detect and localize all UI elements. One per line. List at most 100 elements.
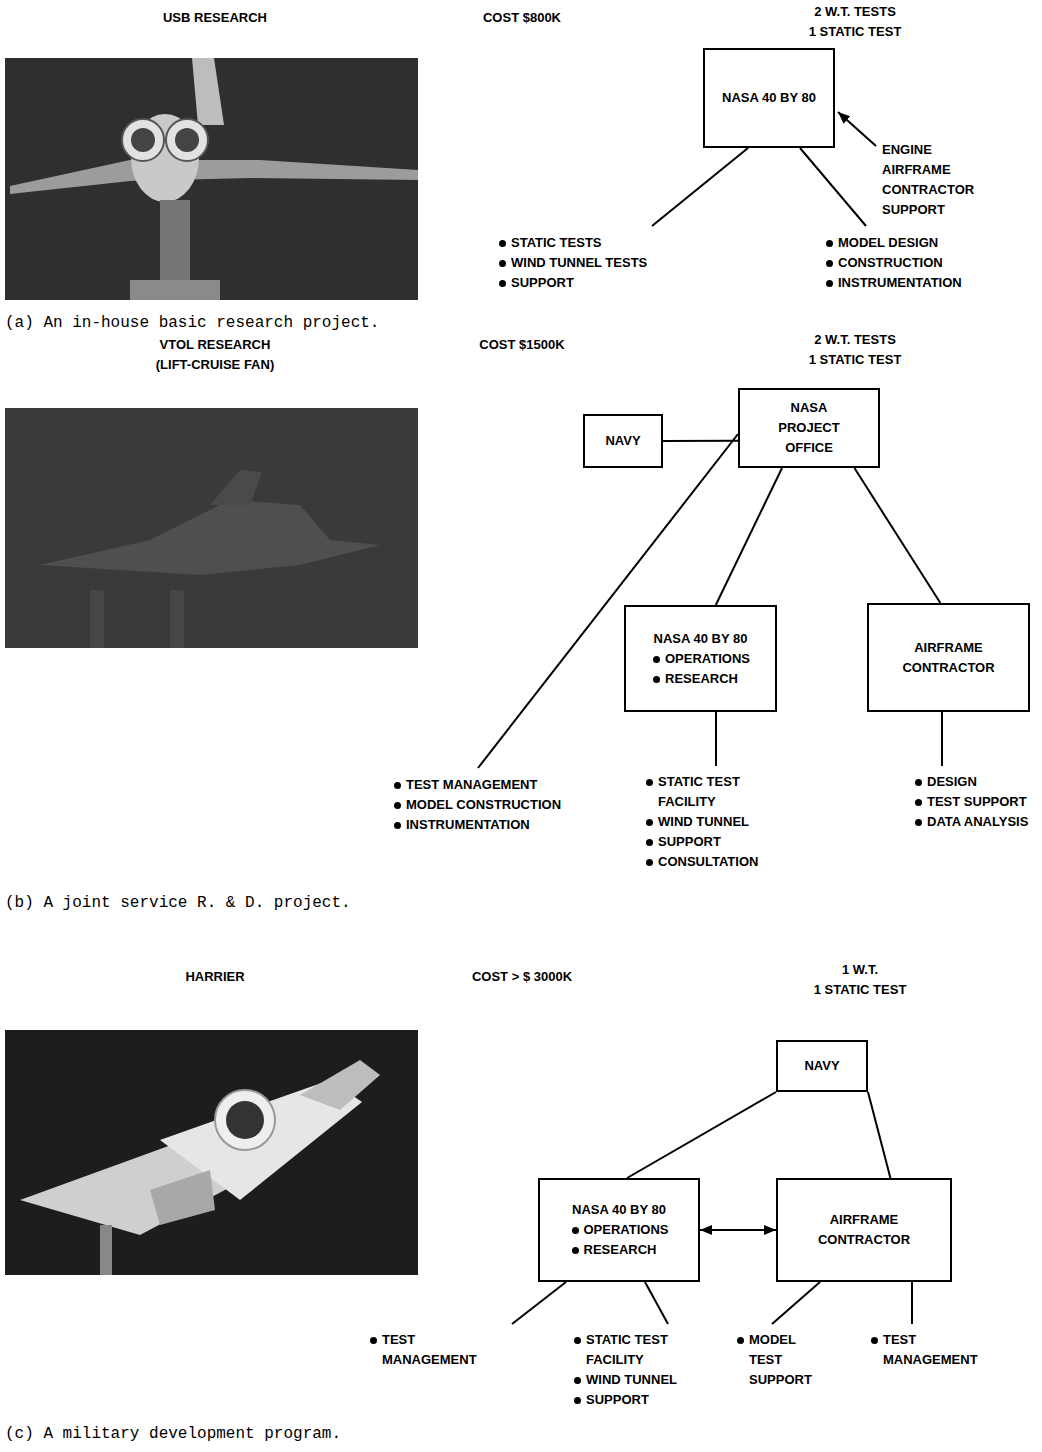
- bullet-dot: [915, 779, 922, 786]
- panel-title: VTOL RESEARCH: [85, 335, 345, 355]
- bullet-dot: [574, 1337, 581, 1344]
- bullet-dot: [574, 1377, 581, 1384]
- bullet-item: STATIC TEST FACILITY: [572, 1330, 696, 1370]
- label-text: 2 W.T. TESTS: [814, 4, 896, 19]
- label-text: COST $800K: [483, 10, 561, 25]
- label-text: MODEL CONSTRUCTION: [406, 797, 561, 812]
- test-count: 1 STATIC TEST: [760, 980, 960, 1000]
- label-text: STATIC TEST FACILITY: [658, 774, 740, 809]
- label-text: WIND TUNNEL: [586, 1372, 677, 1387]
- box-item-text: OPERATIONS: [584, 1222, 669, 1237]
- bullet-item: TEST MANAGEMENT: [869, 1330, 988, 1370]
- label-text: 1 W.T.: [842, 962, 878, 977]
- bullet-item: DESIGN: [913, 772, 1039, 792]
- label-text: 2 W.T. TESTS: [814, 332, 896, 347]
- label-text: CONSULTATION: [658, 854, 758, 869]
- bullet-item: TEST MANAGEMENT: [368, 1330, 487, 1370]
- label-text: INSTRUMENTATION: [406, 817, 530, 832]
- support-note: ENGINE AIRFRAME CONTRACTOR SUPPORT: [882, 140, 992, 220]
- box-content: NASA 40 BY 80: [722, 88, 816, 108]
- bullet-item: WIND TUNNEL: [644, 812, 768, 832]
- label-text: TEST SUPPORT: [927, 794, 1027, 809]
- box-content: NASA 40 BY 80OPERATIONSRESEARCH: [651, 629, 750, 689]
- box-item-text: RESEARCH: [584, 1242, 657, 1257]
- box-content: NAVY: [605, 431, 640, 451]
- bullet-dot: [646, 779, 653, 786]
- label-text: DATA ANALYSIS: [927, 814, 1028, 829]
- bullet-item: CONSULTATION: [644, 852, 768, 872]
- bullet-item: DATA ANALYSIS: [913, 812, 1039, 832]
- connector-line: [627, 1092, 776, 1178]
- process-box: NASA PROJECT OFFICE: [738, 388, 880, 468]
- box-content: NASA 40 BY 80 OPERATIONS RESEARCH: [570, 1200, 669, 1260]
- bullet-item: SUPPORT: [497, 273, 711, 293]
- box-heading: NASA 40 BY 80: [572, 1200, 666, 1220]
- label-text: COST $1500K: [479, 337, 564, 352]
- box-item: RESEARCH: [651, 669, 738, 689]
- label-text: TEST MANAGEMENT: [406, 777, 537, 792]
- label-text: (LIFT-CRUISE FAN): [156, 357, 274, 372]
- bullet-item: TEST SUPPORT: [913, 792, 1039, 812]
- label-text: VTOL RESEARCH: [160, 337, 271, 352]
- process-box: NASA 40 BY 80: [703, 48, 835, 148]
- box-item-text: RESEARCH: [665, 671, 738, 686]
- label-text: 1 STATIC TEST: [809, 24, 902, 39]
- bullet-dot: [915, 799, 922, 806]
- bullet-dot: [574, 1397, 581, 1404]
- label-text: MODEL TEST SUPPORT: [749, 1332, 812, 1387]
- cost-label: COST $800K: [422, 8, 622, 28]
- connector-line: [868, 1092, 890, 1178]
- label-text: SUPPORT: [511, 275, 574, 290]
- cost-label: COST $1500K: [422, 335, 622, 355]
- panel-title: USB RESEARCH: [85, 8, 345, 28]
- bullet-item: SUPPORT: [644, 832, 768, 852]
- bullet-item: STATIC TESTS: [497, 233, 711, 253]
- panel-caption: (c) A military development program.: [5, 1424, 341, 1444]
- bullet-item: MODEL CONSTRUCTION: [392, 795, 626, 815]
- panel-title: HARRIER: [85, 967, 345, 987]
- label-text: STATIC TESTS: [511, 235, 602, 250]
- bullet-item: WIND TUNNEL TESTS: [497, 253, 711, 273]
- label-text: DESIGN: [927, 774, 977, 789]
- box-heading: NASA 40 BY 80: [654, 629, 748, 649]
- test-count: 1 W.T.: [760, 960, 960, 980]
- label-text: COST > $ 3000K: [472, 969, 572, 984]
- test-count: 2 W.T. TESTS: [755, 2, 955, 22]
- label-text: USB RESEARCH: [163, 10, 267, 25]
- box-heading: NAVY: [605, 431, 640, 451]
- process-box: NASA 40 BY 80 OPERATIONS RESEARCH: [538, 1178, 700, 1282]
- bullet-item: MODEL DESIGN: [824, 233, 1018, 253]
- label-text: CONSTRUCTION: [838, 255, 943, 270]
- label-text: WIND TUNNEL TESTS: [511, 255, 647, 270]
- process-box: NAVY: [583, 414, 663, 468]
- bullet-item: SUPPORT: [572, 1390, 696, 1410]
- panel-caption: (b) A joint service R. & D. project.: [5, 893, 351, 913]
- bullet-dot: [572, 1247, 579, 1254]
- label-text: SUPPORT: [586, 1392, 649, 1407]
- usb-model-photo: [5, 58, 418, 300]
- bullet-dot: [370, 1337, 377, 1344]
- label-text: WIND TUNNEL: [658, 814, 749, 829]
- bullet-item: MODEL TEST SUPPORT: [735, 1330, 821, 1390]
- label-text: HARRIER: [185, 969, 244, 984]
- box-heading: NASA PROJECT OFFICE: [767, 398, 852, 458]
- bullet-item: INSTRUMENTATION: [824, 273, 1018, 293]
- bullet-dot: [646, 859, 653, 866]
- panel-caption: (a) An in-house basic research project.: [5, 313, 379, 333]
- label-text: SUPPORT: [658, 834, 721, 849]
- box-heading: AIRFRAME CONTRACTOR: [894, 638, 1004, 678]
- label-text: INSTRUMENTATION: [838, 275, 962, 290]
- bullet-dot: [653, 676, 660, 683]
- harrier-model-photo: [5, 1030, 418, 1275]
- bullet-dot: [653, 656, 660, 663]
- box-content: NAVY: [804, 1056, 839, 1076]
- box-item: OPERATIONS: [570, 1220, 669, 1240]
- process-box: NAVY: [776, 1040, 868, 1092]
- bullet-dot: [826, 260, 833, 267]
- process-box: NASA 40 BY 80OPERATIONSRESEARCH: [624, 605, 777, 712]
- bullet-dot: [499, 240, 506, 247]
- connector-line: [663, 440, 738, 442]
- label-text: 1 STATIC TEST: [809, 352, 902, 367]
- bullet-dot: [499, 280, 506, 287]
- bullet-item: INSTRUMENTATION: [392, 815, 626, 835]
